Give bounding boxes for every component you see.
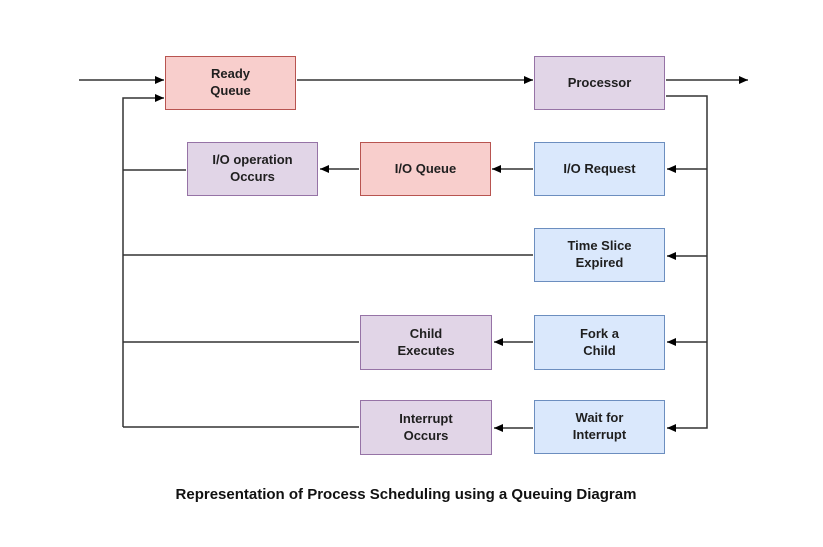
box-child-executes-label: Child Executes <box>397 325 455 358</box>
box-time-slice-expired-label: Time Slice Expired <box>567 238 632 270</box>
box-io-operation-occurs-label: I/O operation Occurs <box>212 152 293 184</box>
box-wait-for-interrupt: Wait for Interrupt <box>534 400 665 454</box>
diagram-caption: Representation of Process Scheduling usi… <box>175 486 637 503</box>
box-io-operation-occurs: I/O operation Occurs <box>187 142 318 196</box>
box-processor-label: Processor <box>567 74 632 90</box>
box-ready-queue: Ready Queue <box>165 56 296 110</box>
box-io-queue-label: I/O Queue <box>394 160 457 176</box>
box-fork-a-child-label: Fork a Child <box>579 325 619 358</box>
box-io-request: I/O Request <box>534 142 665 196</box>
box-interrupt-occurs-label: Interrupt Occurs <box>399 410 453 443</box>
box-time-slice-expired: Time Slice Expired <box>534 228 665 282</box>
box-processor: Processor <box>534 56 665 110</box>
box-ready-queue-label: Ready Queue <box>210 66 251 98</box>
box-wait-for-interrupt-label: Wait for Interrupt <box>572 410 627 442</box>
box-io-request-label: I/O Request <box>563 160 636 176</box>
box-child-executes: Child Executes <box>360 315 492 370</box>
connector-left-rail-requeue <box>122 94 164 427</box>
box-interrupt-occurs: Interrupt Occurs <box>360 400 492 455</box>
connector-processor-right-rail <box>666 95 708 432</box>
box-fork-a-child: Fork a Child <box>534 315 665 370</box>
box-io-queue: I/O Queue <box>360 142 491 196</box>
